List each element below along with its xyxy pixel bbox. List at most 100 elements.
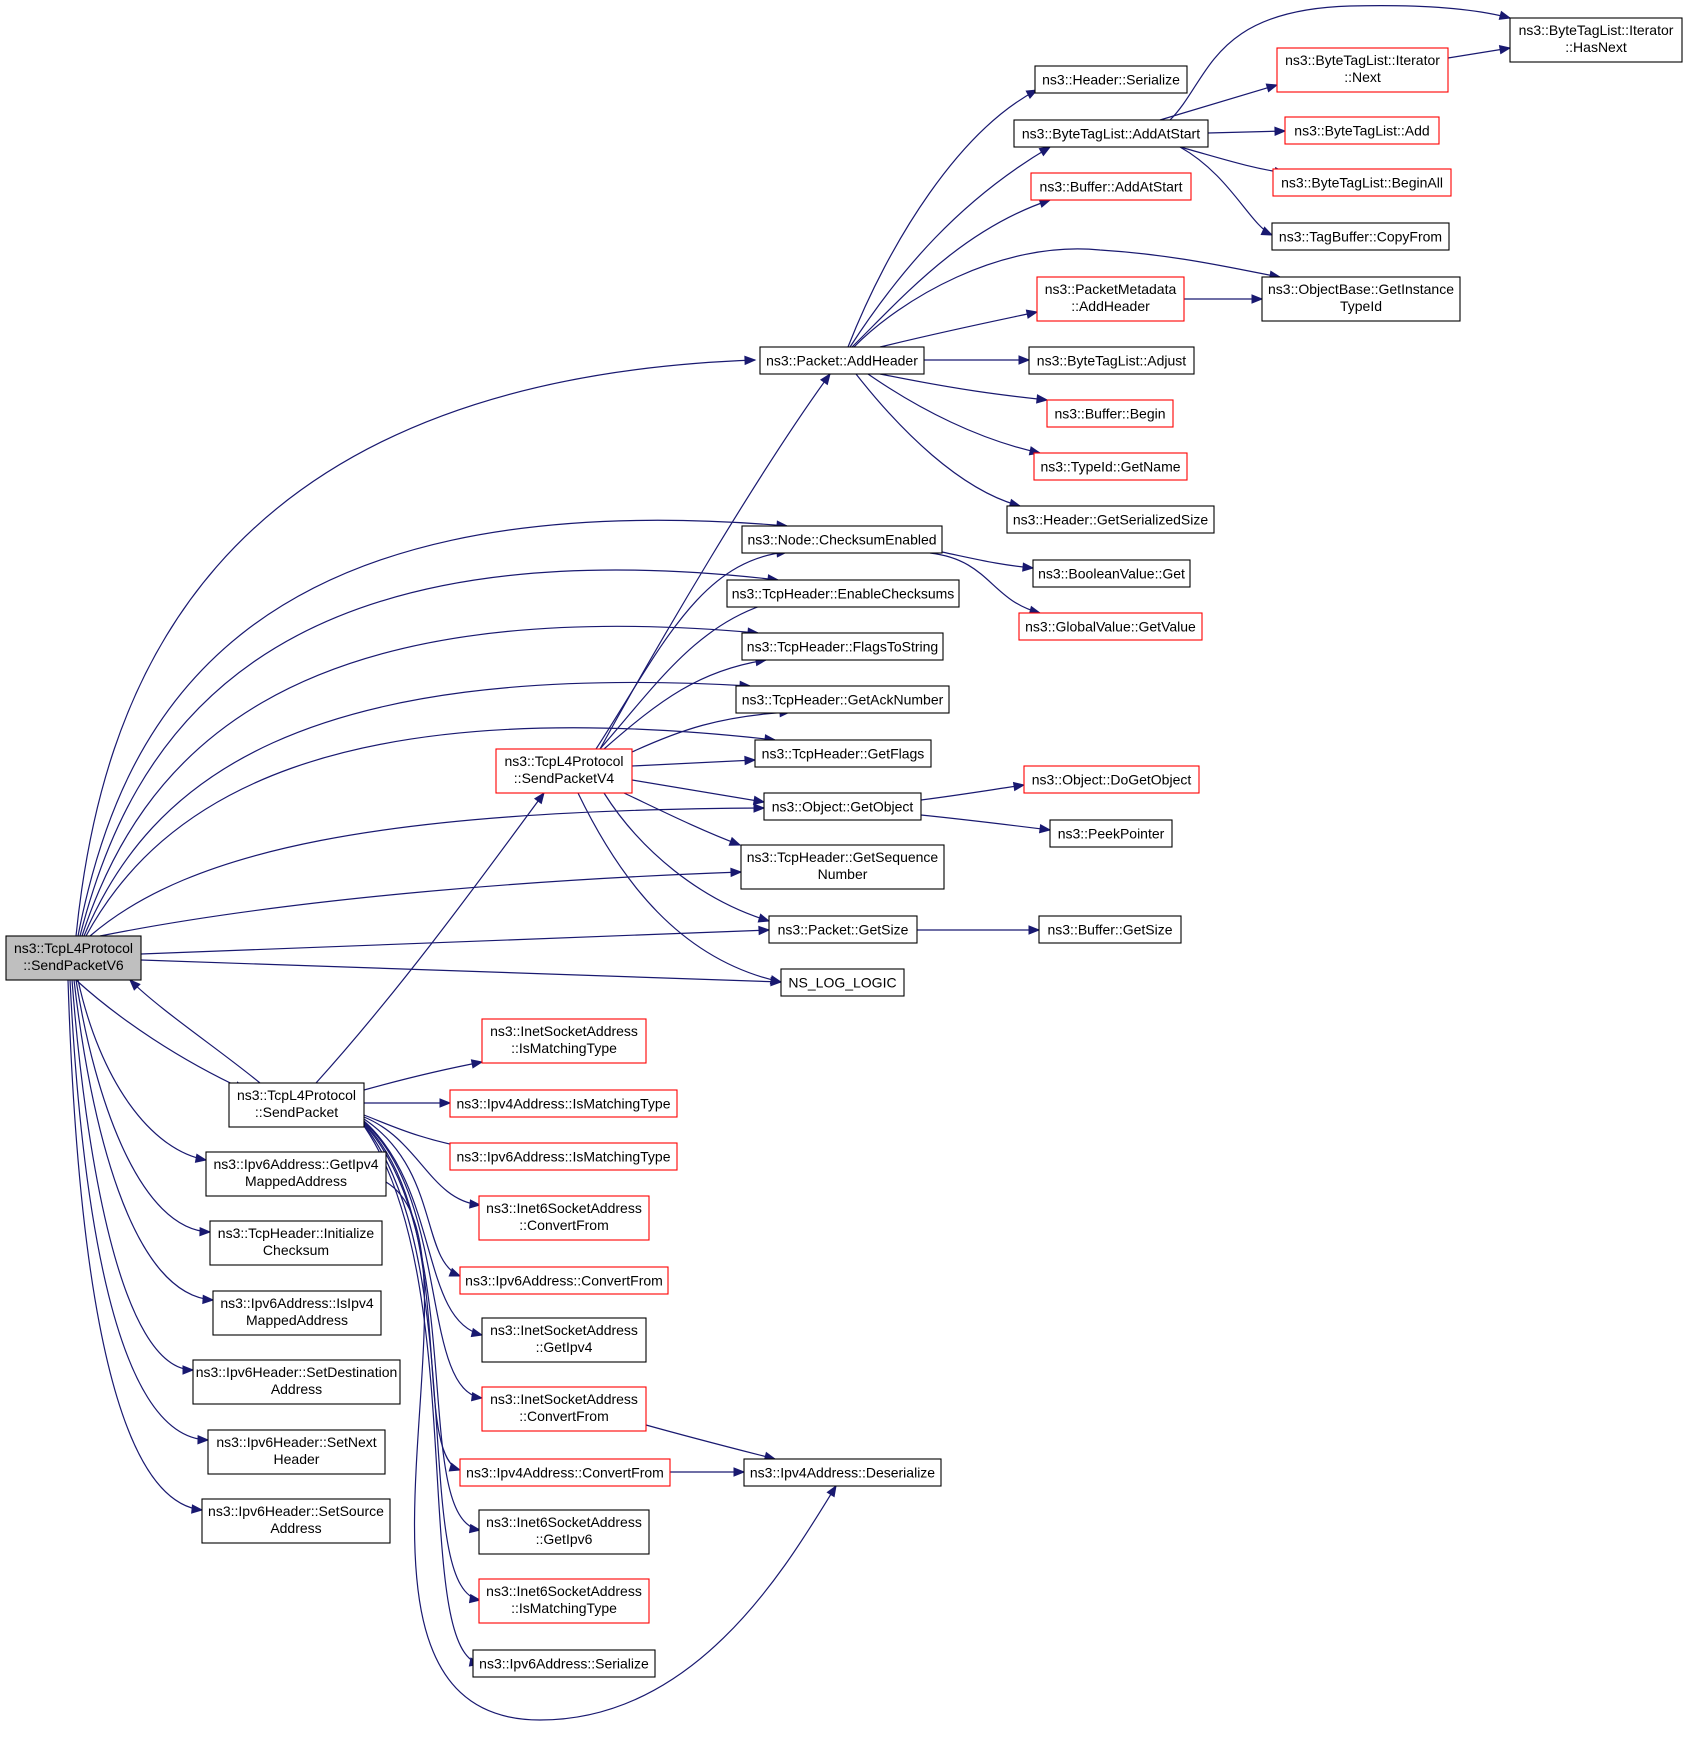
node-ipv4_ismatch[interactable]: ns3::Ipv4Address::IsMatchingType [449,1089,678,1118]
arrowhead-addheader-to-header_serialize [1025,89,1039,100]
node-inet_getipv4[interactable]: ns3::InetSocketAddress::GetIpv4 [481,1317,647,1363]
arrowhead-sendpacket-to-ipv4_convert [448,1462,462,1472]
node-getobject[interactable]: ns3::Object::GetObject [763,792,922,821]
node-peekpointer[interactable]: ns3::PeekPointer [1049,819,1173,848]
node-addheader[interactable]: ns3::Packet::AddHeader [759,346,925,375]
node-label: ns3::Object::GetObject [772,799,914,815]
node-buffer_getsize[interactable]: ns3::Buffer::GetSize [1038,915,1182,944]
node-buffer_begin[interactable]: ns3::Buffer::Begin [1046,399,1174,428]
node-header_getsersize[interactable]: ns3::Header::GetSerializedSize [1006,505,1215,534]
node-label: ns3::Buffer::Begin [1054,406,1165,422]
arrowhead-root-to-getipv4mapped [194,1153,208,1163]
node-ipv4_deserialize[interactable]: ns3::Ipv4Address::Deserialize [743,1458,942,1487]
node-inet6_ismatch[interactable]: ns3::Inet6SocketAddress::IsMatchingType [478,1578,650,1624]
edge-checksumenabled-to-boolval_get [941,551,1034,569]
arrowhead-root-to-initchecksum [199,1226,212,1237]
node-root[interactable]: ns3::TcpL4Protocol::SendPacketV6 [5,935,142,981]
node-inet6_getipv6[interactable]: ns3::Inet6SocketAddress::GetIpv6 [478,1509,650,1555]
node-box [459,1266,669,1295]
node-flagstostring[interactable]: ns3::TcpHeader::FlagsToString [741,632,944,661]
node-btl_addatstart[interactable]: ns3::ByteTagList::AddAtStart [1013,119,1209,148]
node-label: NS_LOG_LOGIC [788,975,896,991]
node-box [1018,612,1203,641]
edge-getobject-to-object_dogetobject [920,784,1025,801]
node-inet_convert[interactable]: ns3::InetSocketAddress::ConvertFrom [481,1386,647,1432]
arrowhead-root-to-isipv4mapped [202,1294,215,1305]
node-label: ns3::Ipv6Address::GetIpv4 [214,1156,379,1172]
edge-root-to-setnext [69,979,209,1441]
node-box [743,1458,942,1487]
node-box [212,1290,382,1336]
node-btl_beginall[interactable]: ns3::ByteTagList::BeginAll [1272,168,1452,197]
edge-root-to-setsource [67,979,203,1511]
node-checksumenabled[interactable]: ns3::Node::ChecksumEnabled [741,525,943,554]
node-tagbuffer_copyfrom[interactable]: ns3::TagBuffer::CopyFrom [1271,222,1450,251]
node-btl_add[interactable]: ns3::ByteTagList::Add [1284,116,1440,145]
node-enablechecksums[interactable]: ns3::TcpHeader::EnableChecksums [726,579,960,608]
arrowhead-btl_it_next-to-btl_it_hasnext [1498,44,1512,55]
node-ipv4_convert[interactable]: ns3::Ipv4Address::ConvertFrom [459,1458,671,1487]
edge-root-to-sendpacket [75,979,246,1091]
edge-root-to-isipv4mapped [73,979,214,1301]
node-btl_adjust[interactable]: ns3::ByteTagList::Adjust [1028,346,1195,375]
node-label: ns3::InetSocketAddress [490,1391,638,1407]
node-boolval_get[interactable]: ns3::BooleanValue::Get [1032,559,1191,588]
node-btl_it_next[interactable]: ns3::ByteTagList::Iterator::Next [1276,47,1449,93]
node-getacknumber[interactable]: ns3::TcpHeader::GetAckNumber [735,685,950,714]
edge-root-to-getobject [89,807,765,937]
node-label: ns3::TypeId::GetName [1040,459,1180,475]
node-ipv6_serialize[interactable]: ns3::Ipv6Address::Serialize [472,1649,656,1678]
edge-root-to-setdest [71,979,194,1371]
edge-root-to-checksumenabled [77,519,788,937]
edge-sendpacketv4-to-getseq [623,792,741,846]
node-label: ns3::InetSocketAddress [490,1023,638,1039]
node-inet_ismatch[interactable]: ns3::InetSocketAddress::IsMatchingType [481,1018,647,1064]
node-box [1030,172,1192,201]
node-box [1006,505,1215,534]
node-inet6_convert[interactable]: ns3::Inet6SocketAddress::ConvertFrom [478,1195,650,1241]
node-box [1271,222,1450,251]
node-box [481,1317,647,1363]
node-label: ns3::PeekPointer [1058,826,1165,842]
node-label: ::HasNext [1565,39,1627,55]
arrowhead-sendpacketv4-to-getflags [744,755,757,766]
node-box [1509,17,1683,63]
node-typeid_getname[interactable]: ns3::TypeId::GetName [1033,452,1188,481]
edge-sendpacketv4-to-getobject [631,779,765,803]
edge-sendpacket-to-sendpacketv4 [315,792,545,1084]
edge-sendpacket-to-inet6_getipv6 [363,1123,481,1531]
node-nslog[interactable]: NS_LOG_LOGIC [780,968,905,997]
node-packet_getsize[interactable]: ns3::Packet::GetSize [768,915,918,944]
edge-sendpacketv4-to-enablechecksums [599,599,781,750]
node-globalval_getvalue[interactable]: ns3::GlobalValue::GetValue [1018,612,1203,641]
edge-sendpacket-to-ipv6_convert [363,1118,461,1277]
node-ipv6_ismatch[interactable]: ns3::Ipv6Address::IsMatchingType [449,1142,678,1171]
node-box [759,346,925,375]
node-box [1033,452,1188,481]
node-object_dogetobject[interactable]: ns3::Object::DoGetObject [1023,765,1200,794]
node-label: ns3::Ipv6Address::ConvertFrom [465,1273,663,1289]
node-box [481,1386,647,1432]
node-ipv6_convert[interactable]: ns3::Ipv6Address::ConvertFrom [459,1266,669,1295]
node-getflags[interactable]: ns3::TcpHeader::GetFlags [754,739,932,768]
node-sendpacket[interactable]: ns3::TcpL4Protocol::SendPacket [228,1082,365,1128]
node-box [449,1142,678,1171]
edge-root-to-addheader [75,359,756,937]
node-label: ns3::TcpL4Protocol [504,753,623,769]
node-label: Number [818,866,868,882]
node-header_serialize[interactable]: ns3::Header::Serialize [1034,65,1188,94]
node-box [1032,559,1191,588]
node-buffer_addatstart[interactable]: ns3::Buffer::AddAtStart [1030,172,1192,201]
node-pm_addheader[interactable]: ns3::PacketMetadata::AddHeader [1036,276,1185,322]
node-label: ns3::Buffer::GetSize [1047,922,1172,938]
node-sendpacketv4[interactable]: ns3::TcpL4Protocol::SendPacketV4 [495,748,633,794]
node-btl_it_hasnext[interactable]: ns3::ByteTagList::Iterator::HasNext [1509,17,1683,63]
